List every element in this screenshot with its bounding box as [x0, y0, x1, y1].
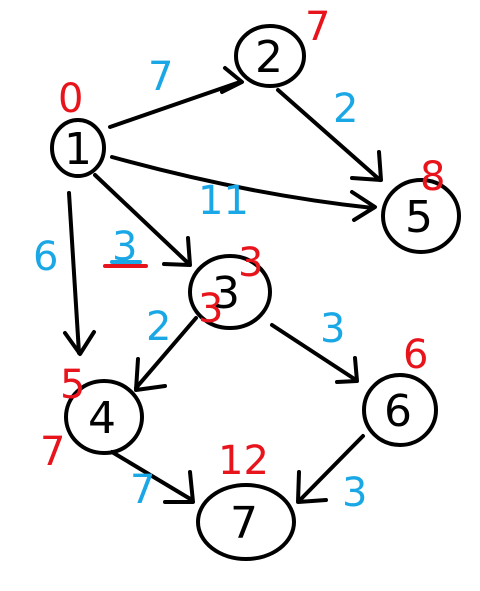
node4-overwrite-mark: 7 [40, 429, 65, 475]
node-7: 7 [196, 483, 296, 561]
node-label-7: 7 [230, 498, 258, 549]
node-label-4: 4 [88, 393, 116, 444]
node-1: 1 [50, 118, 106, 178]
node-3: 3 [188, 254, 272, 330]
node-6: 6 [362, 373, 438, 447]
distance-label-1: 0 [58, 76, 83, 122]
weight-label-6-7: 3 [342, 470, 367, 516]
node-2: 2 [234, 24, 306, 88]
nodes: 1 2 5 3 4 6 7 [50, 24, 461, 561]
edge-4-7 [110, 450, 195, 504]
node-distances: 0 7 8 3 5 6 12 3 7 [40, 4, 445, 484]
node-5: 5 [381, 178, 461, 254]
weight-label-4-7: 7 [130, 467, 155, 513]
weight-label-1-4: 6 [33, 234, 58, 280]
edge-1-5 [110, 155, 377, 222]
distance-label-7: 12 [218, 438, 269, 484]
edge-1-4 [63, 191, 96, 356]
distance-label-5: 8 [420, 154, 445, 200]
weight-label-3-6: 3 [320, 306, 345, 352]
edges [63, 66, 383, 504]
node-4: 4 [64, 379, 144, 455]
edge-3-6 [270, 323, 359, 384]
distance-label-4: 5 [60, 362, 85, 408]
decorative-strokes [103, 260, 148, 268]
node-label-6: 6 [384, 386, 412, 437]
distance-label-6: 6 [403, 332, 428, 378]
weight-label-1-2: 7 [148, 54, 173, 100]
edge-1-3 [93, 173, 192, 267]
node-label-1: 1 [64, 124, 92, 175]
edge-3-4 [134, 316, 198, 392]
node-label-2: 2 [255, 32, 283, 83]
node-label-3: 3 [212, 268, 240, 319]
edge-6-7 [296, 434, 365, 504]
weight-label-1-5: 11 [198, 178, 249, 224]
node3-overwrite-mark: 3 [198, 286, 223, 332]
distance-label-3: 3 [238, 240, 263, 286]
node-label-5: 5 [405, 192, 433, 243]
weight-label-2-5: 2 [333, 86, 358, 132]
edge-1-2 [108, 66, 244, 129]
weight-label-3-4: 2 [146, 304, 171, 350]
edge-2-5 [276, 88, 383, 182]
distance-label-2: 7 [305, 4, 330, 50]
